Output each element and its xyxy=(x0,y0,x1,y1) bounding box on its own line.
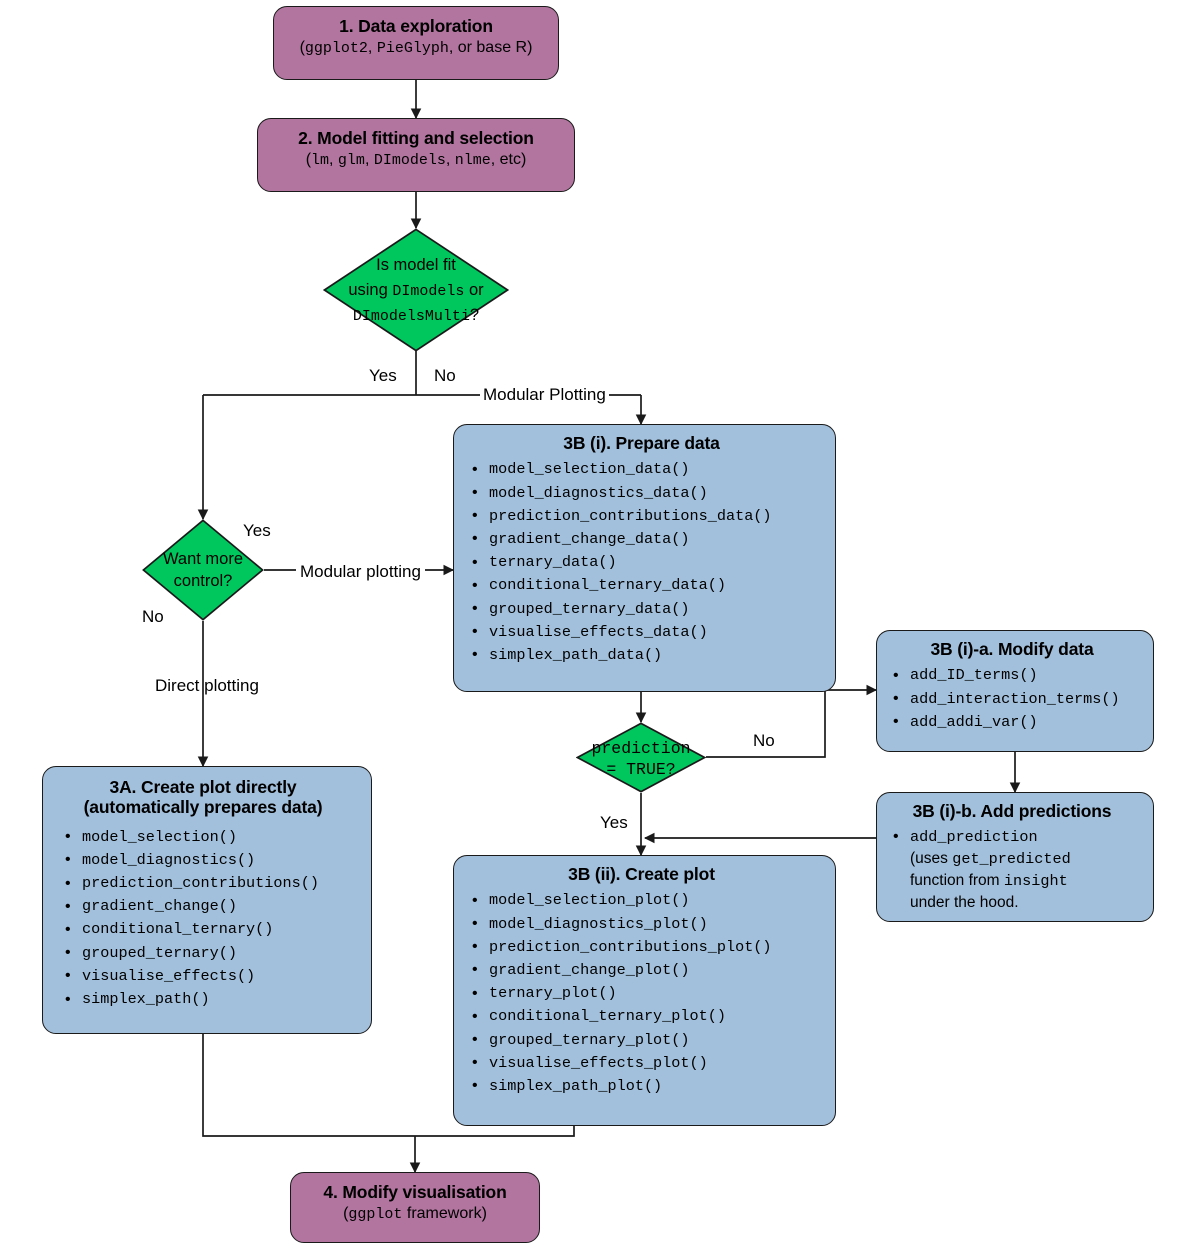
list-item: add_interaction_terms() xyxy=(893,687,1145,711)
list-item: prediction_contributions_plot() xyxy=(472,935,825,959)
node-modify-visualisation[interactable]: 4. Modify visualisation (ggplot framewor… xyxy=(290,1172,540,1243)
edge-label-modular-plotting-top: Modular Plotting xyxy=(480,385,609,404)
list-item: conditional_ternary_data() xyxy=(472,574,825,597)
list-item: grouped_ternary() xyxy=(65,941,361,965)
function-list: model_selection_data() model_diagnostics… xyxy=(458,458,825,667)
list-item: model_selection_plot() xyxy=(472,889,825,912)
function-list: add_ID_terms() add_interaction_terms() a… xyxy=(879,664,1145,734)
function-list: add_prediction (uses get_predicted funct… xyxy=(879,826,1145,914)
list-item: visualise_effects() xyxy=(65,964,361,988)
node-title: 3B (i)-a. Modify data xyxy=(930,639,1094,659)
edge-label-prediction-yes: Yes xyxy=(600,813,628,832)
decision-label-line1: Is model fit xyxy=(376,256,456,274)
decision-want-more-control[interactable]: Want more control? xyxy=(142,519,264,621)
edge-label-control-yes: Yes xyxy=(243,521,271,540)
diamond-shape xyxy=(576,722,706,793)
function-list: model_selection_plot() model_diagnostics… xyxy=(458,889,825,1098)
list-item: model_diagnostics_plot() xyxy=(472,912,825,936)
add-pred-line2-pre: (uses xyxy=(910,850,953,868)
function-list: model_selection() model_diagnostics() pr… xyxy=(45,825,361,1012)
decision-label-line1: Want more xyxy=(162,550,244,568)
node-data-exploration[interactable]: 1. Data exploration (ggplot2, PieGlyph, … xyxy=(273,6,559,80)
node-create-plot[interactable]: 3B (ii). Create plot model_selection_plo… xyxy=(453,855,836,1126)
decision-model-fit-check[interactable]: Is model fit using DImodels or DImodelsM… xyxy=(323,228,509,352)
list-item: simplex_path() xyxy=(65,988,361,1011)
edge-label-fit-no: No xyxy=(434,366,456,385)
list-item: conditional_ternary_plot() xyxy=(472,1005,825,1028)
pkg-dimodels: DImodels xyxy=(392,283,465,300)
node-title: 3B (i)-b. Add predictions xyxy=(912,801,1112,821)
node-subtitle: (ggplot framework) xyxy=(343,1205,487,1224)
node-subtitle: (ggplot2, PieGlyph, or base R) xyxy=(299,39,533,58)
list-item: simplex_path_data() xyxy=(472,643,825,667)
pkg-pieglyph: PieGlyph xyxy=(376,40,449,58)
list-item: prediction_contributions_data() xyxy=(472,504,825,528)
list-item: add_ID_terms() xyxy=(893,664,1145,687)
add-pred-line3-pre: function from xyxy=(910,872,1004,890)
list-item: gradient_change_data() xyxy=(472,527,825,551)
decision-prediction-true[interactable]: prediction = TRUE? xyxy=(576,722,706,793)
node-subtitle: (lm, glm, DImodels, nlme, etc) xyxy=(305,151,527,170)
list-item: visualise_effects_plot() xyxy=(472,1051,825,1075)
decision-label-line1: prediction xyxy=(591,739,691,758)
pkg-insight: insight xyxy=(1003,872,1068,891)
node-title: 3B (i). Prepare data xyxy=(563,433,720,453)
list-item: ternary_data() xyxy=(472,551,825,574)
decision-label-line2: = TRUE? xyxy=(606,760,676,779)
edge-prediction-no-to-modify xyxy=(706,684,878,758)
list-item: model_diagnostics() xyxy=(65,848,361,872)
edge-label-prediction-no: No xyxy=(753,731,775,750)
list-item: gradient_change_plot() xyxy=(472,958,825,982)
list-item: prediction_contributions() xyxy=(65,871,361,895)
node-model-fitting[interactable]: 2. Model fitting and selection (lm, glm,… xyxy=(257,118,575,192)
list-item: ternary_plot() xyxy=(472,982,825,1005)
diamond-shape xyxy=(323,228,509,352)
list-item: model_diagnostics_data() xyxy=(472,481,825,505)
pkg-ggplot: ggplot xyxy=(348,1206,403,1224)
node-title-line2: (automatically prepares data) xyxy=(83,797,323,818)
node-title-line1: 3A. Create plot directly xyxy=(109,777,297,797)
list-item: visualise_effects_data() xyxy=(472,620,825,644)
list-item-add-prediction: add_prediction (uses get_predicted funct… xyxy=(893,826,1145,914)
list-item: model_selection_data() xyxy=(472,458,825,481)
node-create-plot-directly[interactable]: 3A. Create plot directly (automatically … xyxy=(42,766,372,1034)
list-item: model_selection() xyxy=(65,825,361,849)
list-item: add_addi_var() xyxy=(893,710,1145,734)
edge-label-fit-yes: Yes xyxy=(369,366,397,385)
decision-label-line2: using DImodels or xyxy=(348,281,484,300)
add-pred-line4: under the hood. xyxy=(910,894,1019,912)
fn-add-prediction: add_prediction xyxy=(910,828,1038,847)
list-item: gradient_change() xyxy=(65,895,361,918)
node-add-predictions[interactable]: 3B (i)-b. Add predictions add_prediction… xyxy=(876,792,1154,922)
node-title: 1. Data exploration xyxy=(339,16,493,36)
node-modify-data[interactable]: 3B (i)-a. Modify data add_ID_terms() add… xyxy=(876,630,1154,752)
list-item: grouped_ternary_data() xyxy=(472,597,825,621)
node-title: 2. Model fitting and selection xyxy=(298,128,534,148)
diamond-shape xyxy=(142,519,264,621)
fn-get-predicted: get_predicted xyxy=(952,850,1071,869)
node-title: 4. Modify visualisation xyxy=(323,1182,507,1202)
pkg-ggplot2: ggplot2 xyxy=(304,40,368,58)
node-prepare-data[interactable]: 3B (i). Prepare data model_selection_dat… xyxy=(453,424,836,692)
decision-label-line2: control? xyxy=(173,572,233,590)
edge-label-modular-plotting-mid: Modular plotting xyxy=(296,562,425,581)
pkg-dimodelsmulti: DImodelsMulti xyxy=(352,308,470,325)
list-item: conditional_ternary() xyxy=(65,918,361,941)
edge-label-control-no: No xyxy=(142,607,164,626)
node-title: 3B (ii). Create plot xyxy=(568,864,715,884)
decision-label-line3: DImodelsMulti? xyxy=(352,306,480,325)
list-item: simplex_path_plot() xyxy=(472,1074,825,1098)
list-item: grouped_ternary_plot() xyxy=(472,1028,825,1052)
edge-label-direct-plotting: Direct plotting xyxy=(155,676,259,695)
